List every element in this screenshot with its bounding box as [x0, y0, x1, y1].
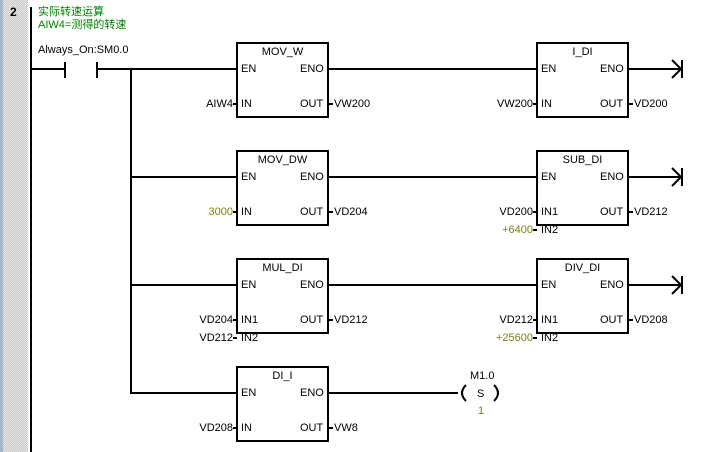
pin-out: OUT — [300, 422, 324, 434]
output-operand[interactable]: VD208 — [634, 314, 668, 326]
pin-eno: ENO — [600, 279, 624, 291]
pin-eno: ENO — [600, 171, 624, 183]
pin-en: EN — [241, 279, 257, 291]
pin-en: EN — [541, 279, 557, 291]
set-coil[interactable] — [461, 384, 499, 402]
pin-en: EN — [541, 63, 557, 75]
pin-in1: IN1 — [241, 314, 259, 326]
pin-in: IN — [241, 98, 252, 110]
pin-in2: IN2 — [541, 332, 559, 344]
pin-in1: IN1 — [541, 206, 559, 218]
function-block-di-i[interactable] — [236, 366, 329, 442]
pin-en: EN — [241, 63, 257, 75]
function-block-sub-di[interactable] — [536, 150, 629, 226]
pin-eno: ENO — [300, 171, 324, 183]
output-operand[interactable]: VW200 — [334, 98, 371, 110]
function-block-div-di[interactable] — [536, 258, 629, 334]
network-gutter — [0, 0, 28, 452]
input-operand-in1[interactable]: VD212 — [499, 314, 533, 326]
coil-type: S — [477, 388, 485, 400]
network-comment-line-2[interactable]: AIW4=测得的转速 — [38, 19, 127, 31]
pin-en: EN — [541, 171, 557, 183]
output-operand[interactable]: VD212 — [634, 206, 668, 218]
input-operand-in1[interactable]: VD204 — [199, 314, 233, 326]
block-title: MOV_W — [261, 46, 304, 58]
pin-eno: ENO — [300, 279, 324, 291]
pin-out: OUT — [600, 206, 624, 218]
pin-in: IN — [541, 98, 552, 110]
pin-in: IN — [241, 422, 252, 434]
pin-eno: ENO — [300, 63, 324, 75]
input-operand-in[interactable]: VD208 — [199, 422, 233, 434]
function-block-mov-dw[interactable] — [236, 150, 329, 226]
normally-open-contact[interactable] — [31, 62, 98, 78]
output-operand[interactable]: VW8 — [334, 422, 358, 434]
output-operand[interactable]: VD204 — [334, 206, 368, 218]
function-block-mul-di[interactable] — [236, 258, 329, 334]
gutter-edge — [0, 0, 3, 452]
output-arrow-1 — [628, 59, 683, 79]
input-operand-in[interactable]: AIW4 — [206, 98, 233, 110]
coil-count[interactable]: 1 — [478, 405, 485, 417]
pin-out: OUT — [600, 314, 624, 326]
block-title: MOV_DW — [257, 154, 308, 166]
pin-in2: IN2 — [241, 332, 259, 344]
block-title: DI_I — [272, 370, 293, 382]
input-operand-in1[interactable]: VD200 — [499, 206, 533, 218]
output-operand[interactable]: VD212 — [334, 314, 368, 326]
output-arrow-3 — [628, 275, 683, 295]
network-number[interactable]: 2 — [10, 5, 17, 19]
block-title: DIV_DI — [564, 262, 601, 274]
function-block-i-di[interactable] — [536, 42, 629, 118]
input-operand-in2[interactable]: +25600 — [495, 332, 533, 344]
pin-in1: IN1 — [541, 314, 559, 326]
coil-address[interactable]: M1.0 — [470, 370, 495, 382]
pin-out: OUT — [600, 98, 624, 110]
pin-in2: IN2 — [541, 224, 559, 236]
input-operand-in[interactable]: 3000 — [208, 206, 233, 218]
network-comment-line-1[interactable]: 实际转速运算 — [38, 6, 104, 18]
output-arrow-2 — [628, 167, 683, 187]
input-operand-in[interactable]: VW200 — [496, 98, 533, 110]
pin-eno: ENO — [600, 63, 624, 75]
pin-out: OUT — [300, 314, 324, 326]
output-operand[interactable]: VD200 — [634, 98, 668, 110]
block-title: MUL_DI — [262, 262, 303, 274]
block-title: SUB_DI — [562, 154, 603, 166]
input-operand-in2[interactable]: +6400 — [502, 224, 533, 236]
pin-eno: ENO — [300, 387, 324, 399]
pin-in: IN — [241, 206, 252, 218]
block-title: I_DI — [572, 46, 593, 58]
pin-out: OUT — [300, 206, 324, 218]
function-block-mov-w[interactable] — [236, 42, 329, 118]
input-operand-in2[interactable]: VD212 — [199, 332, 233, 344]
contact-label[interactable]: Always_On:SM0.0 — [38, 44, 129, 56]
pin-en: EN — [241, 171, 257, 183]
pin-en: EN — [241, 387, 257, 399]
pin-out: OUT — [300, 98, 324, 110]
